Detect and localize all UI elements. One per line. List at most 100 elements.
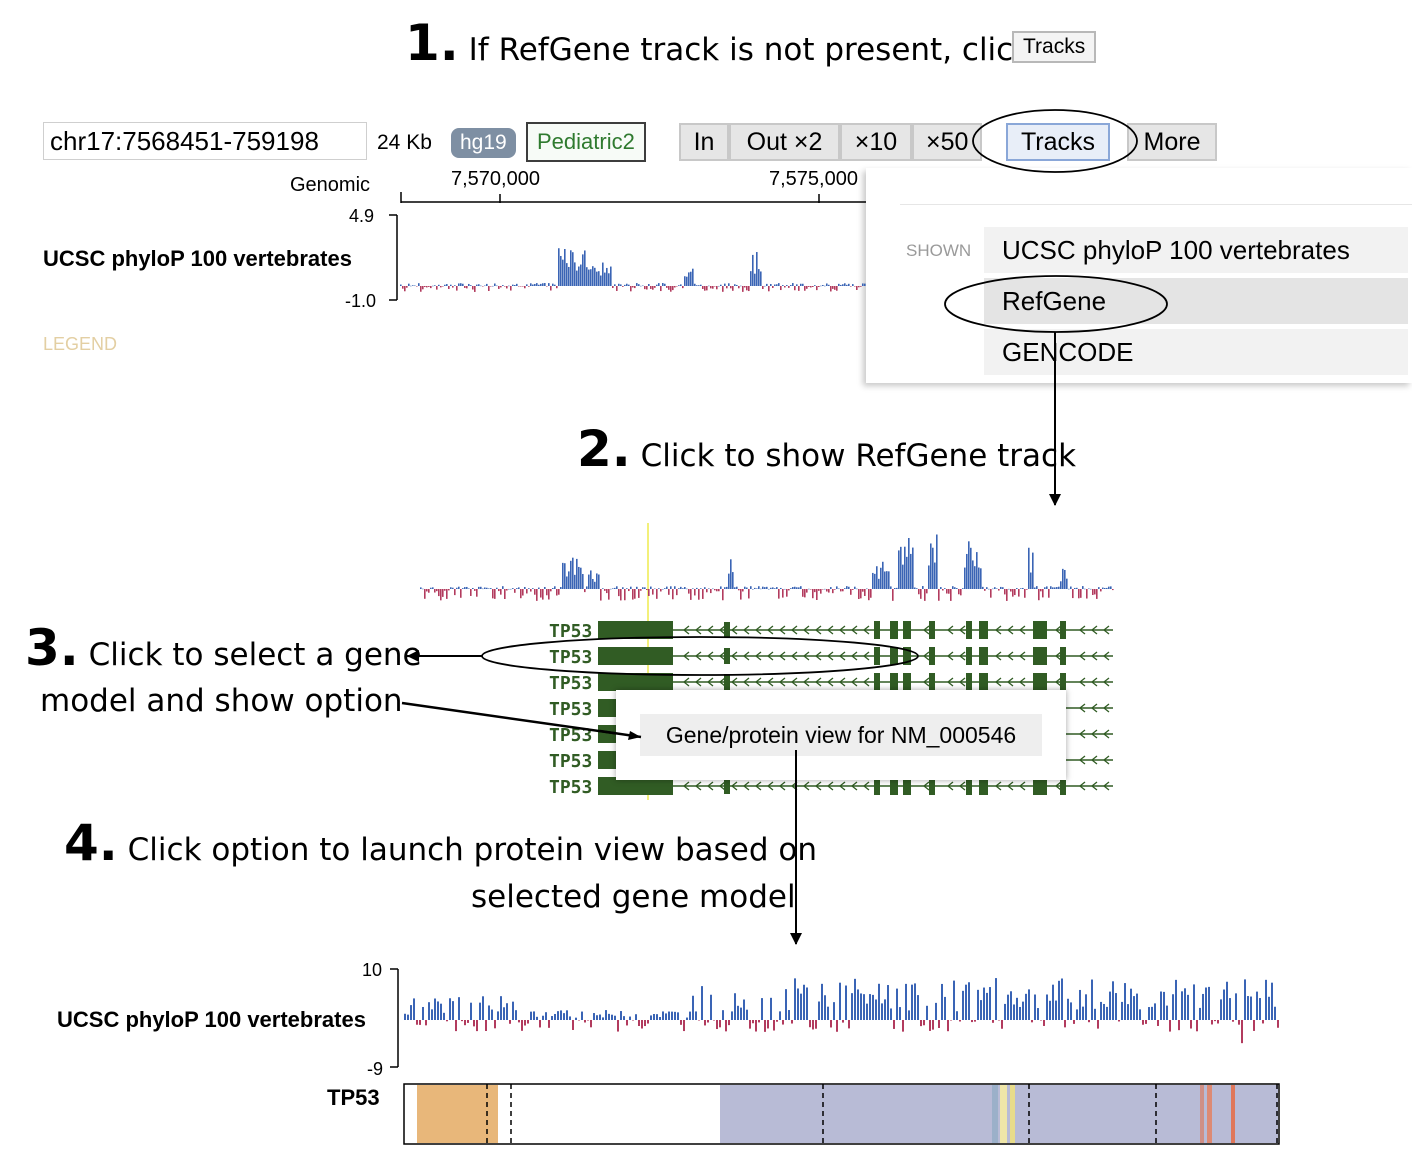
strand-chevron	[946, 781, 954, 791]
signal-bar	[754, 587, 756, 589]
signal-bar	[480, 586, 482, 589]
signal-bar	[758, 269, 760, 286]
signal-bar	[692, 995, 694, 1020]
genome-badge[interactable]: hg19	[451, 128, 516, 158]
signal-bar	[900, 546, 902, 589]
tracks-button-example: Tracks	[1012, 31, 1097, 63]
strand-chevron	[742, 677, 750, 687]
gene-row-label[interactable]: TP53	[549, 673, 593, 694]
legend-link[interactable]: LEGEND	[43, 334, 118, 354]
signal-bar	[1052, 984, 1054, 1020]
session-button[interactable]: Pediatric2	[526, 122, 646, 162]
signal-bar	[854, 586, 856, 589]
signal-bar	[612, 286, 614, 289]
step-2-caption: 2. Click to show RefGene track	[577, 420, 1076, 478]
signal-bar	[768, 286, 770, 292]
exon-block	[724, 778, 730, 794]
exon-block	[979, 673, 988, 691]
signal-bar	[856, 588, 858, 590]
signal-bar	[890, 586, 892, 589]
step-3-number: 3.	[25, 619, 79, 677]
signal-bar	[572, 1020, 574, 1030]
strand-chevron	[730, 651, 738, 661]
menu-item-refgene[interactable]: RefGene	[984, 278, 1408, 324]
gene-protein-view-option[interactable]: Gene/protein view for NM_000546	[640, 714, 1042, 756]
signal-bar	[850, 286, 852, 287]
signal-bar	[568, 571, 570, 589]
signal-bar	[680, 1020, 682, 1025]
signal-bar	[866, 1003, 868, 1020]
gene-row-label[interactable]: TP53	[549, 777, 593, 798]
signal-bar	[1098, 587, 1100, 589]
signal-bar	[446, 284, 448, 286]
signal-bar	[450, 587, 452, 589]
locus-input[interactable]	[43, 122, 367, 160]
signal-bar	[630, 586, 632, 589]
signal-bar	[506, 589, 508, 591]
signal-bar	[827, 1006, 829, 1020]
signal-bar	[844, 283, 846, 286]
signal-bar	[584, 250, 586, 286]
phylop-max: 4.9	[349, 206, 375, 226]
signal-bar	[760, 271, 762, 286]
more-button[interactable]: More	[1127, 123, 1217, 161]
gene-row-label[interactable]: TP53	[549, 699, 593, 720]
signal-bar	[1247, 996, 1249, 1020]
exon-block	[874, 673, 880, 691]
signal-bar	[704, 587, 706, 589]
strand-chevron	[958, 625, 966, 635]
signal-bar	[478, 586, 480, 589]
signal-bar	[698, 1020, 700, 1021]
signal-bar	[672, 286, 674, 291]
signal-bar	[690, 271, 692, 286]
signal-bar	[592, 578, 594, 589]
signal-bar	[534, 283, 536, 286]
zoom-out-10-button[interactable]: ×10	[840, 123, 912, 161]
gene-row-label[interactable]: TP53	[549, 647, 593, 668]
signal-bar	[548, 283, 550, 286]
signal-bar	[854, 978, 856, 1020]
exon-block	[890, 621, 898, 639]
signal-bar	[905, 983, 907, 1020]
gene-row-label[interactable]: TP53	[549, 621, 593, 642]
signal-bar	[526, 284, 528, 286]
zoom-in-button[interactable]: In	[679, 123, 729, 161]
gene-row-label[interactable]: TP53	[549, 751, 593, 772]
ellipse-highlight-gene-row	[481, 636, 919, 676]
strand-chevron	[766, 677, 774, 687]
signal-bar	[472, 286, 474, 290]
signal-bar	[492, 589, 494, 599]
gene-row-label[interactable]: TP53	[549, 725, 593, 746]
strand-chevron	[1078, 729, 1086, 739]
signal-bar	[672, 589, 674, 600]
tracks-button[interactable]: Tracks	[1006, 123, 1110, 161]
menu-item-phylop[interactable]: UCSC phyloP 100 vertebrates	[984, 227, 1408, 273]
signal-bar	[740, 1007, 742, 1020]
signal-bar	[688, 272, 690, 286]
signal-bar	[974, 1020, 976, 1022]
signal-bar	[832, 589, 834, 594]
signal-bar	[440, 589, 442, 601]
signal-bar	[806, 286, 808, 289]
signal-bar	[788, 1010, 790, 1020]
strand-chevron	[838, 677, 846, 687]
signal-bar	[1082, 1006, 1084, 1020]
zoom-out-50-button[interactable]: ×50	[912, 123, 982, 161]
strand-chevron	[754, 651, 762, 661]
signal-bar	[962, 588, 964, 589]
signal-bar	[1256, 991, 1258, 1020]
signal-bar	[852, 284, 854, 286]
menu-item-gencode[interactable]: GENCODE	[984, 329, 1408, 375]
signal-bar	[936, 534, 938, 589]
signal-bar	[1100, 589, 1102, 592]
signal-bar	[491, 1009, 493, 1020]
signal-bar	[846, 586, 848, 589]
signal-bar	[614, 1015, 616, 1020]
zoom-out-2-button[interactable]: Out ×2	[729, 123, 840, 161]
exon-block	[979, 647, 988, 665]
signal-bar	[676, 589, 678, 596]
signal-bar	[608, 273, 610, 286]
signal-bar	[924, 589, 926, 601]
signal-bar	[881, 1003, 883, 1020]
step-4-caption: 4. Click option to launch protein view b…	[64, 814, 817, 872]
